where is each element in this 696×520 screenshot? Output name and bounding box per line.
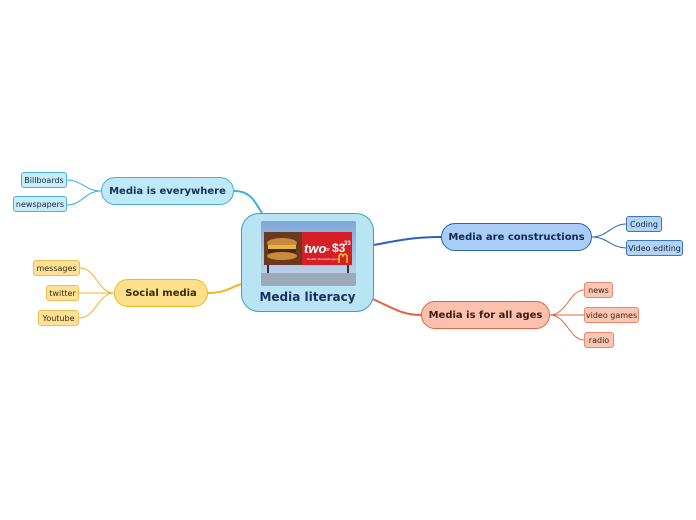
topic-media-is-for-all-ages[interactable]: Media is for all ages bbox=[421, 301, 550, 329]
leaf-coding[interactable]: Coding bbox=[626, 216, 662, 232]
leaf-billboards[interactable]: Billboards bbox=[21, 172, 67, 188]
topic-media-are-constructions[interactable]: Media are constructions bbox=[441, 223, 592, 251]
connector-ages bbox=[367, 296, 422, 316]
topic-media-is-everywhere[interactable]: Media is everywhere bbox=[101, 177, 234, 205]
connector-coding bbox=[591, 223, 627, 238]
central-topic-title: Media literacy bbox=[259, 290, 356, 304]
connector-messages bbox=[79, 267, 115, 294]
leaf-messages[interactable]: messages bbox=[33, 260, 80, 276]
billboard-tagline: Double Cheeseburgers bbox=[307, 257, 338, 261]
connector-news bbox=[549, 289, 585, 316]
topic-social-media[interactable]: Social media bbox=[114, 279, 208, 307]
connector-billboards bbox=[66, 179, 102, 192]
connector-constructions bbox=[373, 236, 442, 246]
billboard-headline: two bbox=[304, 241, 326, 256]
connector-newspapers bbox=[66, 190, 102, 206]
billboard-photo: two for $3 33 Double Cheeseburgers bbox=[261, 221, 356, 286]
leaf-newspapers[interactable]: newspapers bbox=[13, 196, 67, 212]
billboard-for: for bbox=[324, 247, 330, 253]
leaf-twitter[interactable]: twitter bbox=[46, 285, 79, 301]
central-topic[interactable]: two for $3 33 Double Cheeseburgers Media… bbox=[241, 213, 374, 312]
billboard-price: $3 bbox=[332, 241, 346, 255]
connector-everywhere bbox=[233, 190, 263, 214]
leaf-youtube[interactable]: Youtube bbox=[38, 310, 79, 326]
connector-social bbox=[207, 283, 242, 294]
leaf-video-editing[interactable]: Video editing bbox=[626, 240, 683, 256]
leaf-video-games[interactable]: video games bbox=[584, 307, 639, 323]
leaf-news[interactable]: news bbox=[584, 282, 613, 298]
connector-radio bbox=[549, 314, 585, 341]
connector-video-editing bbox=[591, 236, 627, 249]
billboard-image: two for $3 33 Double Cheeseburgers bbox=[261, 221, 356, 286]
leaf-radio[interactable]: radio bbox=[584, 332, 614, 348]
connector-youtube bbox=[78, 292, 115, 319]
billboard-cents: 33 bbox=[344, 241, 351, 247]
golden-arches-logo bbox=[338, 253, 348, 263]
